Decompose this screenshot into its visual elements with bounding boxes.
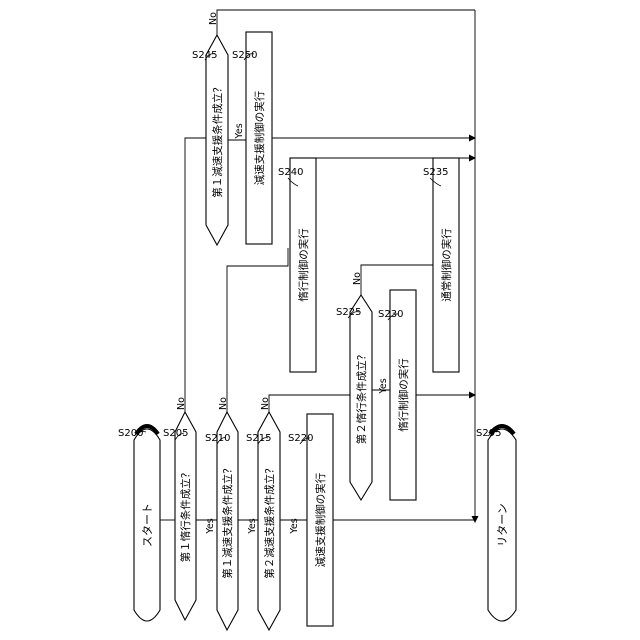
s205-yes-label: Yes bbox=[205, 518, 216, 534]
s205-label: 第１惰行条件成立？ bbox=[179, 468, 192, 563]
start-label: スタート bbox=[141, 503, 154, 547]
decision-s245: 第１減速支援条件成立？ bbox=[206, 35, 228, 245]
s230-step-id: S230 bbox=[378, 309, 403, 320]
s205-no-label: No bbox=[176, 397, 187, 410]
s225-label: 第２惰行条件成立？ bbox=[355, 350, 368, 445]
process-s230: 惰行制御の実行 bbox=[390, 290, 416, 500]
s245-no-label: No bbox=[208, 12, 219, 25]
s210-no-line bbox=[227, 248, 288, 412]
decision-s225: 第２惰行条件成立？ bbox=[350, 295, 372, 500]
s205-step-id: S205 bbox=[163, 428, 188, 439]
s215-label: 第２減速支援条件成立？ bbox=[263, 463, 276, 579]
process-s220: 減速支援制御の実行 bbox=[307, 414, 333, 626]
s245-step-id: S245 bbox=[192, 50, 217, 61]
s225-yes-label: Yes bbox=[378, 378, 389, 394]
s240-label: 惰行制御の実行 bbox=[297, 228, 310, 302]
s205-no-line bbox=[185, 138, 206, 412]
s235-step-id: S235 bbox=[423, 167, 448, 178]
process-s235: 通常制御の実行 bbox=[433, 158, 459, 372]
s210-no-label: No bbox=[218, 397, 229, 410]
s240-step-id: S240 bbox=[278, 167, 303, 178]
s245-label: 第１減速支援条件成立？ bbox=[211, 82, 224, 198]
s215-no-label: No bbox=[260, 397, 271, 410]
s225-no-line bbox=[361, 248, 433, 295]
s230-label: 惰行制御の実行 bbox=[397, 358, 410, 432]
s250-label: 減速支援制御の実行 bbox=[253, 90, 266, 185]
s235-label: 通常制御の実行 bbox=[440, 228, 453, 302]
s215-yes-label: Yes bbox=[289, 518, 300, 534]
s210-yes-label: Yes bbox=[247, 518, 258, 534]
decision-s205: 第１惰行条件成立？ bbox=[175, 412, 196, 620]
s215-no-line bbox=[269, 388, 361, 412]
return-terminal: リターン bbox=[488, 426, 516, 621]
s210-label: 第１減速支援条件成立？ bbox=[221, 463, 234, 579]
s225-no-label: No bbox=[352, 272, 363, 285]
decision-s215: 第２減速支援条件成立？ bbox=[258, 412, 280, 630]
decision-s210: 第１減速支援条件成立？ bbox=[217, 412, 238, 630]
s220-step-id: S220 bbox=[288, 433, 313, 444]
return-label: リターン bbox=[496, 503, 509, 546]
return-step-id: S295 bbox=[476, 428, 501, 439]
s225-step-id: S225 bbox=[336, 307, 361, 318]
start-step-id: S200 bbox=[118, 428, 143, 439]
s245-yes-label: Yes bbox=[234, 123, 245, 139]
s245-no-line bbox=[217, 10, 475, 35]
process-s240: 惰行制御の実行 bbox=[290, 158, 316, 372]
process-s250: 減速支援制御の実行 bbox=[246, 32, 272, 244]
s220-label: 減速支援制御の実行 bbox=[314, 472, 327, 567]
start-terminal: スタート bbox=[134, 426, 160, 621]
